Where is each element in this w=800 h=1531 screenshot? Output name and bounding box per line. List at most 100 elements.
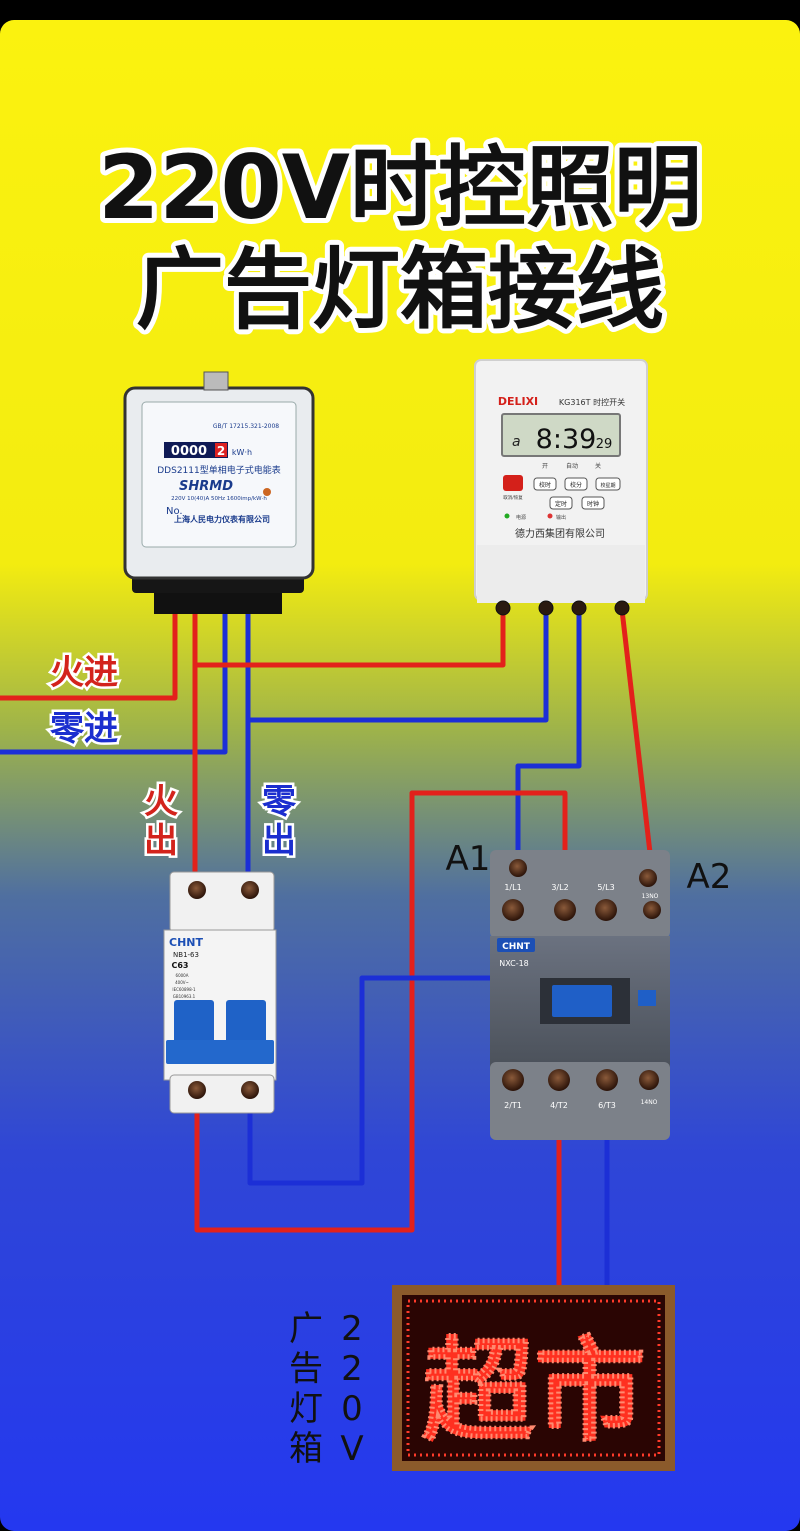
label-a2: A2 xyxy=(687,857,732,897)
timer-display-seconds: 29 xyxy=(596,437,613,452)
contactor-terminal-1 xyxy=(502,899,524,921)
contactor-indicator xyxy=(638,990,656,1006)
contactor-terminal-5 xyxy=(595,899,617,921)
wire-live-in xyxy=(0,612,178,701)
voltage-char-3: 0 xyxy=(341,1389,363,1429)
voltage-char-4: V xyxy=(340,1429,363,1469)
caption-char-4: 箱 xyxy=(289,1429,323,1469)
timer-button-set-week[interactable] xyxy=(595,477,621,491)
caption-char-1: 广 xyxy=(289,1309,323,1349)
timer-button-schedule-label: 定时 xyxy=(555,500,567,508)
contactor-out-label-6: 6/T3 xyxy=(598,1101,616,1110)
timer-button-set-minute[interactable] xyxy=(564,477,588,491)
timer-button-cancel-label: 取消/恢复 xyxy=(503,494,523,501)
contactor-bottom xyxy=(490,1062,670,1140)
contactor-out-label-4: 4/T2 xyxy=(550,1101,568,1110)
label-a1: A1 xyxy=(446,839,491,879)
sign-led-border xyxy=(406,1299,661,1457)
meter-specs: 220V 10(40)A 50Hz 1600imp/kW·h xyxy=(171,496,267,502)
meter-maker: 上海人民电力仪表有限公司 xyxy=(174,514,270,524)
wire-breaker-live-to-contactor xyxy=(194,790,568,1233)
wires xyxy=(0,609,655,1292)
contactor-terminal-4 xyxy=(548,1069,570,1091)
title-line2: 广告灯箱接线 xyxy=(136,238,664,341)
meter-serial-label: No. xyxy=(166,506,183,517)
breaker-terminal-out-neutral xyxy=(241,1081,259,1099)
meter-brand: SHRMD xyxy=(179,479,233,494)
timer-power-label: 电源 xyxy=(516,514,526,521)
timer-mode-auto: 自动 xyxy=(566,462,578,470)
label-live-out-1: 火 xyxy=(144,782,178,822)
timer-output-label: 输出 xyxy=(556,514,566,521)
wire-live-to-timer xyxy=(195,610,506,668)
meter-unit: kW·h xyxy=(232,448,252,457)
breaker-spec-2: 400V~ xyxy=(175,980,189,985)
meter-top-seal xyxy=(203,371,229,391)
timer-terminal-1 xyxy=(495,600,511,616)
contactor-model: NXC-18 xyxy=(499,959,529,968)
label-live-out-2: 出 xyxy=(144,821,178,861)
timer-maker: 德力西集团有限公司 xyxy=(515,527,605,540)
breaker-rating: C63 xyxy=(171,961,188,970)
breaker-handle-bar xyxy=(166,1040,274,1064)
timer-terminal-2 xyxy=(538,600,554,616)
wire-neutral-to-timer xyxy=(248,610,549,723)
wire-neutral-in xyxy=(0,612,228,755)
timer-display-prefix: a xyxy=(512,434,521,450)
timer-button-cancel[interactable] xyxy=(503,475,523,491)
timer-output-led xyxy=(547,513,553,519)
contactor-terminal-6 xyxy=(596,1069,618,1091)
breaker-spec-1: 6000A xyxy=(176,973,189,978)
timer-terminals xyxy=(495,600,630,616)
timer-mode-off: 关 xyxy=(595,462,601,470)
meter-model: DDS2111型单相电子式电能表 xyxy=(157,464,280,476)
meter-pulse-led xyxy=(263,488,271,496)
meter-window xyxy=(141,401,297,548)
energy-meter: GB/T 17215.321-2008 0000 2 kW·h DDS2111型… xyxy=(123,371,315,614)
contactor-brand: CHNT xyxy=(502,942,531,952)
timer-lower-body xyxy=(477,545,645,603)
contactor-terminal-label-3: 3/L2 xyxy=(551,883,568,892)
label-neutral-in: 零进 xyxy=(50,709,118,749)
timer-power-led xyxy=(504,513,510,519)
breaker-bottom-housing xyxy=(169,1074,275,1114)
title-line1: 220V时控照明 xyxy=(98,136,702,239)
lightbox-caption: 广 告 灯 箱 2 2 0 V xyxy=(289,1309,364,1469)
breaker-spec-3: IEC60898-1 xyxy=(172,987,196,992)
timer-button-set-minute-label: 校分 xyxy=(570,481,582,489)
wire-timer-to-a1 xyxy=(515,610,582,862)
breaker-spec-4: GB10963.1 xyxy=(173,994,196,999)
label-neutral-out-2: 出 xyxy=(262,821,296,861)
contactor-terminal-2 xyxy=(502,1069,524,1091)
sign-text: 超市 xyxy=(422,1327,646,1457)
contactor-badge xyxy=(497,938,535,952)
caption-char-3: 灯 xyxy=(289,1389,323,1429)
voltage-char-2: 2 xyxy=(341,1349,363,1389)
breaker-terminal-in-live xyxy=(188,881,206,899)
sign-panel xyxy=(402,1295,665,1461)
timer-button-set-week-label: 校星期 xyxy=(600,482,615,489)
timer-button-set-hour-label: 校时 xyxy=(539,481,551,489)
voltage-char-1: 2 xyxy=(341,1309,363,1349)
timer-terminal-4 xyxy=(614,600,630,616)
contactor-terminal-14 xyxy=(639,1070,659,1090)
caption-char-2: 告 xyxy=(289,1349,323,1389)
time-switch: DELIXI KG316T 时控开关 a 8:39 29 开 自动 关 取消/恢… xyxy=(474,359,648,616)
timer-button-clock[interactable] xyxy=(581,496,605,510)
contactor-terminal-3 xyxy=(554,899,576,921)
timer-button-schedule[interactable] xyxy=(549,496,573,510)
contactor-armature xyxy=(552,985,612,1017)
contactor-out-label-14: 14NO xyxy=(641,1099,658,1106)
breaker-model: NB1-63 xyxy=(173,951,199,959)
breaker-top-housing xyxy=(169,871,275,933)
timer-button-set-hour[interactable] xyxy=(533,477,557,491)
contactor-terminal-label-13: 13NO xyxy=(642,893,659,900)
breaker-terminal-out-live xyxy=(188,1081,206,1099)
contactor-coil-a1 xyxy=(509,859,527,877)
breaker-brand: CHNT xyxy=(169,936,203,949)
timer-display-time: 8:39 xyxy=(536,424,597,455)
circuit-breaker: CHNT NB1-63 C63 6000A 400V~ IEC60898-1 G… xyxy=(163,871,277,1114)
contactor-out-label-2: 2/T1 xyxy=(504,1101,522,1110)
meter-reading-last: 2 xyxy=(217,444,225,458)
